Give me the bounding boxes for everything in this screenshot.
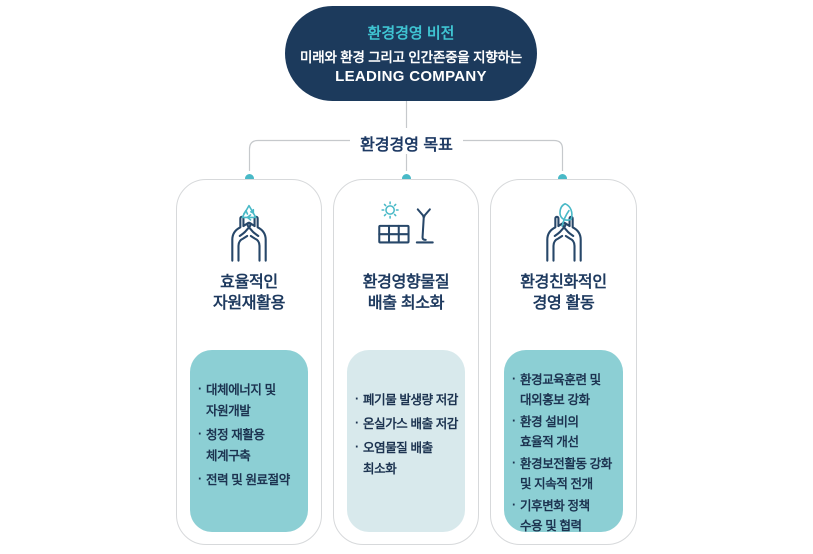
- card-detail-box: 대체에너지 및 자원개발 청정 재활용 체계구축 전력 및 원료절약: [190, 350, 308, 532]
- bullet-item: 청정 재활용 체계구축: [197, 424, 306, 467]
- card-emission-minimization: 환경영향물질 배출 최소화 폐기물 발생량 저감 온실가스 배출 저감 오염물질…: [333, 179, 479, 545]
- vision-title: 환경경영 비전: [367, 24, 455, 42]
- bullet-item: 환경 설비의 효율적 개선: [511, 411, 621, 452]
- bullet-item: 대체에너지 및 자원개발: [197, 379, 306, 422]
- bullet-item: 기후변화 정책 수용 및 협력: [511, 495, 621, 536]
- icon-wrap: [177, 198, 321, 264]
- card-resource-recycling: 효율적인 자원재활용 대체에너지 및 자원개발 청정 재활용 체계구축 전력 및…: [176, 179, 322, 545]
- icon-wrap: [334, 198, 478, 264]
- vision-subtitle: 미래와 환경 그리고 인간존중을 지향하는: [300, 49, 522, 65]
- bullet-item: 환경교육훈련 및 대외홍보 강화: [511, 369, 621, 410]
- bullet-item: 전력 및 원료절약: [197, 469, 306, 491]
- bullet-list: 환경교육훈련 및 대외홍보 강화 환경 설비의 효율적 개선 환경보전활동 강화…: [504, 350, 623, 536]
- bullet-item: 폐기물 발생량 저감: [354, 389, 463, 411]
- bullet-item: 온실가스 배출 저감: [354, 413, 463, 435]
- card-title: 효율적인 자원재활용: [212, 274, 286, 312]
- recycle-hands-icon: [231, 204, 267, 262]
- vision-box: 환경경영 비전 미래와 환경 그리고 인간존중을 지향하는 LEADING CO…: [285, 6, 537, 101]
- bullet-item: 환경보전활동 강화 및 지속적 전개: [511, 453, 621, 494]
- card-title: 환경친화적인 경영 활동: [520, 274, 607, 312]
- goal-label: 환경경영 목표: [360, 137, 453, 154]
- card-title: 환경영향물질 배출 최소화: [362, 274, 450, 312]
- card-eco-management: 환경친화적인 경영 활동 환경교육훈련 및 대외홍보 강화 환경 설비의 효율적…: [490, 179, 637, 545]
- vision-company: LEADING COMPANY: [335, 67, 487, 85]
- leaf-hands-icon: [545, 202, 582, 262]
- card-detail-box: 폐기물 발생량 저감 온실가스 배출 저감 오염물질 배출 최소화: [347, 350, 465, 532]
- solar-wind-icon: [378, 201, 434, 244]
- icon-wrap: [491, 198, 636, 264]
- bullet-list: 대체에너지 및 자원개발 청정 재활용 체계구축 전력 및 원료절약: [190, 350, 308, 491]
- bullet-item: 오염물질 배출 최소화: [354, 437, 463, 480]
- card-detail-box: 환경교육훈련 및 대외홍보 강화 환경 설비의 효율적 개선 환경보전활동 강화…: [504, 350, 623, 533]
- bullet-list: 폐기물 발생량 저감 온실가스 배출 저감 오염물질 배출 최소화: [347, 350, 465, 480]
